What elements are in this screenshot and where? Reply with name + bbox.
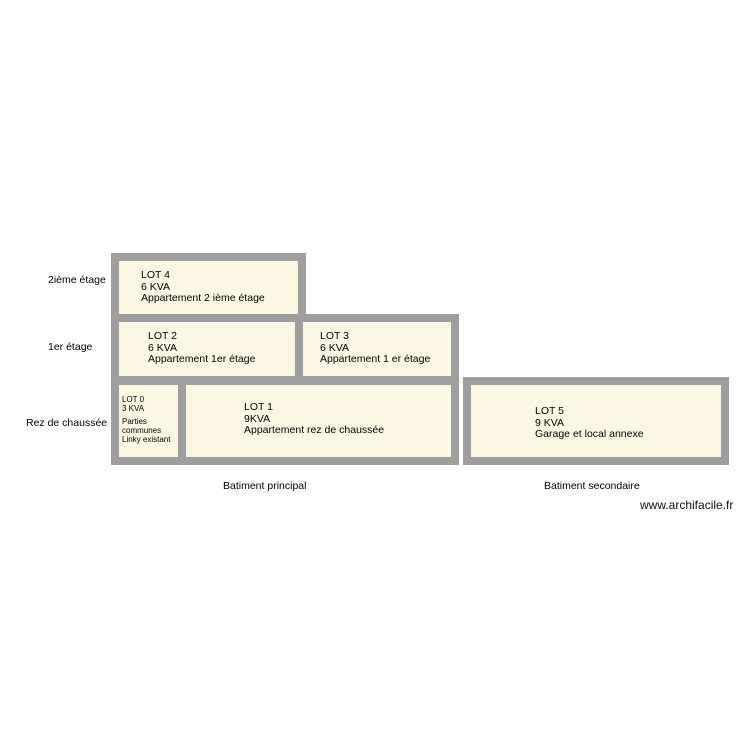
floor-label-ground: Rez de chaussée (26, 417, 108, 429)
lot-5-desc: Garage et local annexe (535, 428, 644, 440)
floor-label-1st: 1er étage (48, 341, 93, 353)
building-label-secondary: Batiment secondaire (544, 480, 640, 492)
lot-3-desc: Appartement 1 er étage (320, 353, 431, 365)
room-lot-1-label: LOT 1 9KVA Appartement rez de chaussée (244, 401, 385, 437)
room-lot-4-label: LOT 4 6 KVA Appartement 2 ième étage (141, 269, 265, 305)
room-lot-1[interactable] (178, 377, 459, 465)
lot-2-name: LOT 2 (148, 330, 177, 342)
lot-3-power: 6 KVA (320, 341, 349, 354)
lot-0-desc-3: Linky existant (122, 435, 171, 444)
lot-3-name: LOT 3 (320, 330, 349, 342)
lot-4-desc: Appartement 2 ième étage (141, 292, 265, 304)
lot-4-power: 6 KVA (141, 280, 170, 293)
lot-2-desc: Appartement 1er étage (148, 353, 256, 365)
lot-1-power: 9KVA (244, 412, 271, 425)
lot-2-power: 6 KVA (148, 341, 177, 354)
lot-5-power: 9 KVA (535, 416, 564, 429)
floor-label-2nd: 2ième étage (48, 274, 106, 286)
room-lot-0-label: LOT 0 3 KVA Parties communes Linky exist… (122, 395, 170, 444)
building-label-main: Batiment principal (223, 480, 307, 492)
lot-1-name: LOT 1 (244, 401, 273, 413)
room-lot-3-label: LOT 3 6 KVA Appartement 1 er étage (320, 330, 431, 366)
room-lot-5[interactable] (463, 377, 729, 465)
room-lot-2-label: LOT 2 6 KVA Appartement 1er étage (148, 330, 256, 366)
lot-4-name: LOT 4 (141, 269, 170, 281)
lot-0-desc-1: Parties (122, 417, 147, 426)
lot-5-name: LOT 5 (535, 405, 564, 417)
lot-1-desc: Appartement rez de chaussée (244, 424, 385, 436)
lot-0-name: LOT 0 (122, 395, 145, 404)
lot-0-power: 3 KVA (122, 404, 145, 413)
room-lot-5-label: LOT 5 9 KVA Garage et local annexe (535, 405, 644, 441)
lot-0-desc-2: communes (122, 426, 162, 435)
watermark-text: www.archifacile.fr (640, 498, 734, 512)
